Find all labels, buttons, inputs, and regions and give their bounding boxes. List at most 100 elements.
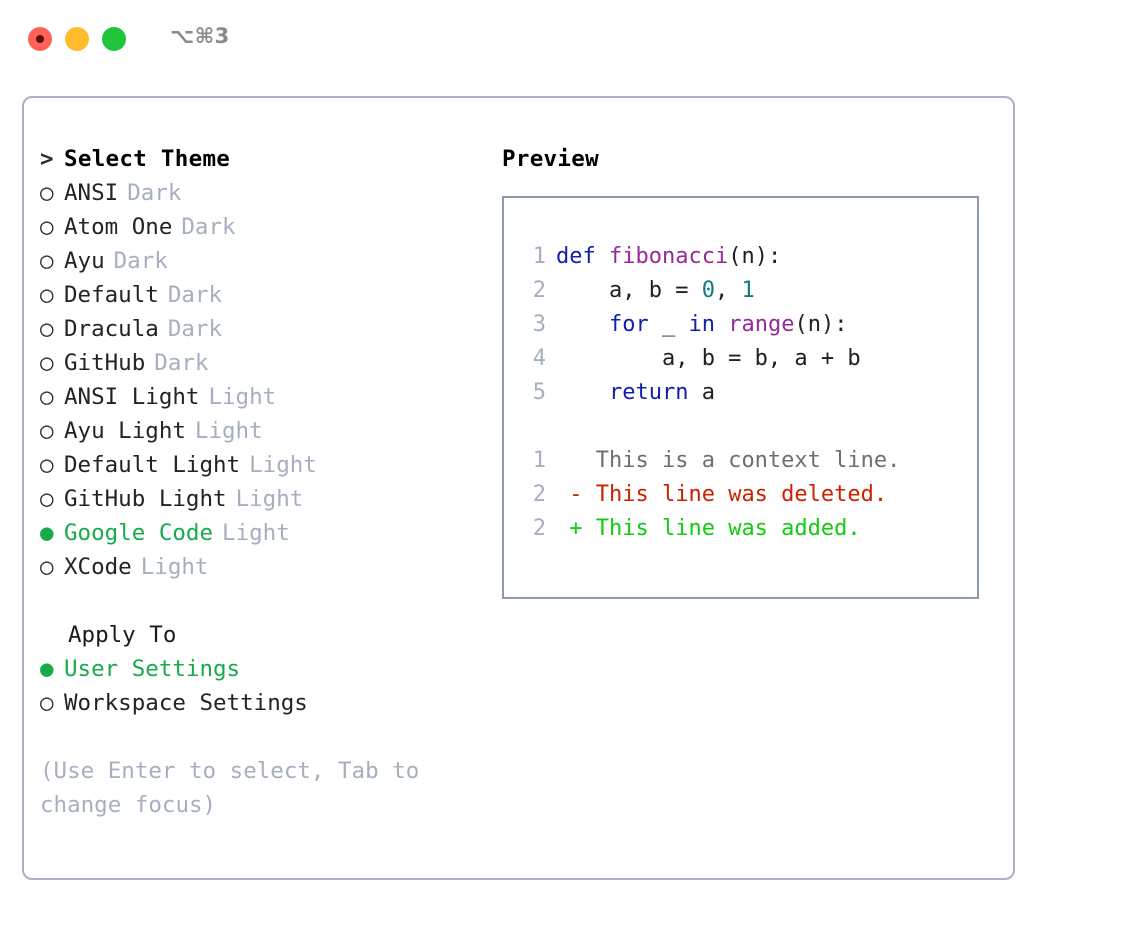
code-token: fibonacci: [608, 244, 729, 269]
code-token: a, b = b, a + b: [556, 346, 861, 371]
diff-text: This is a context line.: [582, 448, 901, 473]
theme-list-item[interactable]: ○ Default Light Light: [40, 448, 480, 482]
line-number: 1: [532, 244, 546, 269]
apply-to-option[interactable]: ●User Settings: [40, 652, 480, 686]
theme-list-item[interactable]: ○ Atom One Dark: [40, 210, 480, 244]
line-number: 3: [532, 312, 546, 337]
theme-variant-label: Dark: [154, 350, 209, 376]
theme-list-item[interactable]: ○ ANSI Light Light: [40, 380, 480, 414]
radio-unselected-icon[interactable]: ○: [40, 180, 54, 206]
radio-unselected-icon[interactable]: ○: [40, 350, 54, 376]
radio-selected-icon[interactable]: ●: [40, 520, 54, 546]
radio-unselected-icon[interactable]: ○: [40, 554, 54, 580]
theme-variant-label: Dark: [113, 248, 168, 274]
radio-unselected-icon[interactable]: ○: [40, 316, 54, 342]
theme-name-label: Dracula: [64, 316, 159, 342]
radio-unselected-icon[interactable]: ○: [40, 690, 54, 716]
radio-unselected-icon[interactable]: ○: [40, 418, 54, 444]
code-token: a, b =: [556, 278, 702, 303]
diff-text: This line was deleted.: [582, 482, 888, 507]
theme-name-label: ANSI Light: [64, 384, 200, 410]
diff-marker: +: [556, 516, 583, 541]
line-number: 2: [532, 516, 546, 541]
code-token: range: [728, 312, 795, 337]
theme-variant-label: Light: [140, 554, 209, 580]
select-theme-heading: >Select Theme: [40, 142, 480, 176]
apply-to-option-label: Workspace Settings: [64, 690, 308, 716]
line-number: 2: [532, 482, 546, 507]
theme-name-label: Ayu: [64, 248, 105, 274]
minimize-button-icon[interactable]: [65, 27, 89, 51]
keyboard-shortcut-label: ⌥⌘3: [170, 24, 230, 48]
code-token: return: [608, 380, 689, 405]
theme-name-label: GitHub Light: [64, 486, 227, 512]
code-line: 3 for _ in range(n):: [518, 308, 977, 342]
line-number: 5: [532, 380, 546, 405]
theme-variant-label: Light: [249, 452, 317, 478]
line-number: 2: [532, 278, 546, 303]
maximize-button-icon[interactable]: [102, 27, 126, 51]
apply-to-list: ●User Settings ○ Workspace Settings: [40, 652, 480, 720]
radio-unselected-icon[interactable]: ○: [40, 486, 54, 512]
code-line: 5 return a: [518, 376, 977, 410]
theme-variant-label: Dark: [167, 282, 223, 308]
diff-line: 2 + This line was added.: [518, 512, 977, 546]
radio-unselected-icon[interactable]: ○: [40, 248, 54, 274]
theme-list-item[interactable]: ○ Ayu Dark: [40, 244, 480, 278]
theme-name-label: Atom One: [64, 214, 173, 240]
theme-name-label: Google Code: [64, 520, 214, 546]
code-token: in: [688, 312, 715, 337]
code-token: [556, 312, 609, 337]
code-token: a: [688, 380, 715, 405]
theme-list-item[interactable]: ● Google Code Light: [40, 516, 480, 550]
theme-name-label: XCode: [64, 554, 132, 580]
theme-variant-label: Dark: [167, 316, 223, 342]
theme-name-label: ANSI: [64, 180, 119, 206]
code-line: 4 a, b = b, a + b: [518, 342, 977, 376]
preview-title: Preview: [502, 146, 599, 172]
keyboard-hint-text: (Use Enter to select, Tab to change focu…: [40, 758, 420, 818]
code-token: ,: [714, 278, 742, 303]
radio-unselected-icon[interactable]: ○: [40, 214, 54, 240]
theme-variant-label: Dark: [181, 214, 236, 240]
code-token: [556, 380, 609, 405]
theme-name-label: Default Light: [64, 452, 241, 478]
apply-to-option[interactable]: ○ Workspace Settings: [40, 686, 480, 720]
line-number: 1: [532, 448, 546, 473]
code-token: 0: [701, 278, 715, 303]
diff-marker: [556, 448, 583, 473]
theme-variant-label: Light: [222, 520, 290, 546]
radio-unselected-icon[interactable]: ○: [40, 452, 54, 478]
diff-line: 2 - This line was deleted.: [518, 478, 977, 512]
radio-selected-icon[interactable]: ●: [40, 656, 54, 682]
line-number: 4: [532, 346, 546, 371]
radio-unselected-icon[interactable]: ○: [40, 384, 54, 410]
diff-line: 1 This is a context line.: [518, 444, 977, 478]
code-diff-separator: [518, 410, 977, 444]
code-token: _: [648, 312, 689, 337]
code-token: def: [556, 244, 609, 269]
diff-sample: 1 This is a context line.2 - This line w…: [518, 444, 977, 546]
diff-marker: -: [556, 482, 583, 507]
title-bar: ⌥⌘3: [0, 0, 1140, 78]
theme-list-item[interactable]: ○ XCode Light: [40, 550, 480, 584]
close-button-icon[interactable]: [28, 27, 52, 51]
focus-caret-icon: >: [40, 146, 54, 172]
theme-variant-label: Light: [208, 384, 277, 410]
code-token: 1: [741, 278, 755, 303]
theme-list-item[interactable]: ○ Dracula Dark: [40, 312, 480, 346]
code-token: for: [608, 312, 649, 337]
hint-spacer: [40, 720, 480, 754]
apply-to-heading: Apply To: [68, 622, 177, 648]
code-line: 2 a, b = 0, 1: [518, 274, 977, 308]
radio-unselected-icon[interactable]: ○: [40, 282, 54, 308]
